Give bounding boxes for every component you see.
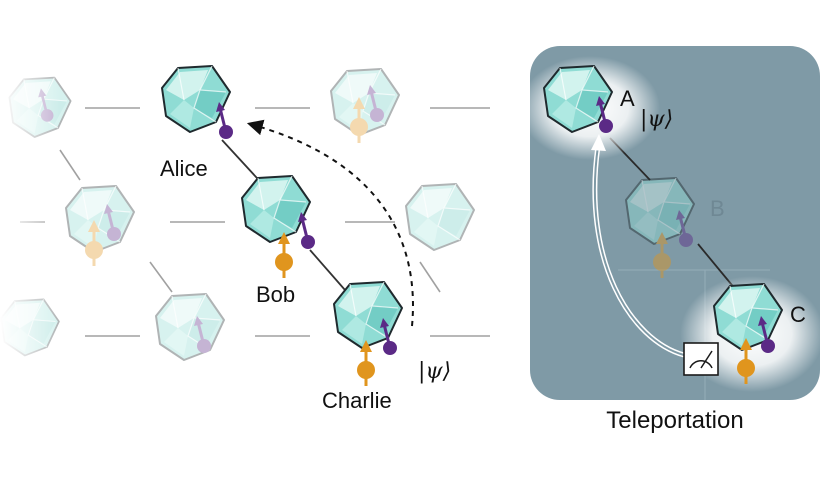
teleport-arrow-dashed xyxy=(246,119,414,327)
background-nodes xyxy=(0,68,475,361)
node-alice: Alice xyxy=(160,65,235,181)
node-a-label: A xyxy=(620,86,635,111)
teleport-arrow-double xyxy=(591,134,685,358)
psi-state-label: |ψ⟩ xyxy=(418,359,451,384)
network: Alice Bob Charlie |ψ⟩ xyxy=(0,60,490,413)
teleportation-panel: A |ψ⟩ B C xyxy=(520,46,824,434)
node-bob: Bob xyxy=(241,175,317,307)
node-b-label: B xyxy=(710,196,725,221)
node-a: A |ψ⟩ xyxy=(543,65,673,135)
edge-fade xyxy=(0,60,60,380)
node-c-label: C xyxy=(790,302,806,327)
node-c: C xyxy=(713,283,806,386)
faded-node xyxy=(65,185,135,268)
lattice-links xyxy=(20,107,490,337)
panel-caption: Teleportation xyxy=(606,407,743,434)
panel-psi-label: |ψ⟩ xyxy=(640,107,673,132)
faded-node xyxy=(330,68,400,145)
faded-node xyxy=(405,183,475,251)
meter-icon xyxy=(683,342,719,376)
faded-node xyxy=(155,293,225,361)
charlie-label: Charlie xyxy=(322,388,392,413)
bob-label: Bob xyxy=(256,282,295,307)
node-b: B xyxy=(625,177,725,280)
alice-label: Alice xyxy=(160,156,208,181)
node-charlie: Charlie |ψ⟩ xyxy=(322,281,451,413)
